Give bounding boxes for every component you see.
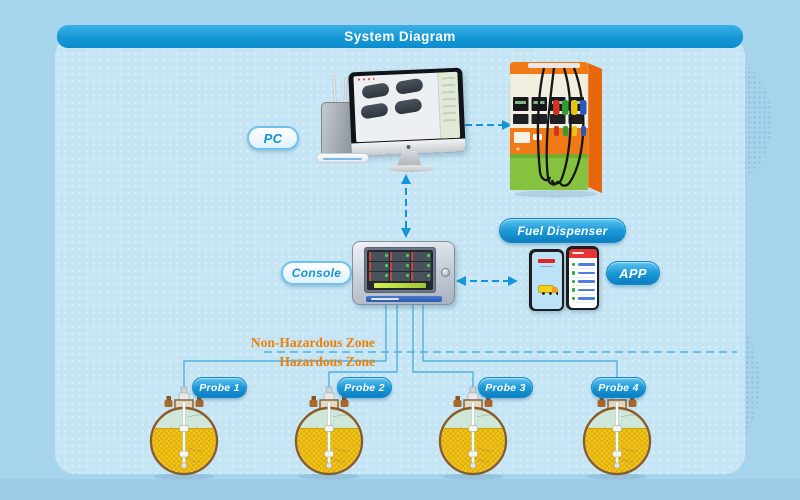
app-subtitle-line bbox=[540, 265, 553, 267]
console-label: Console bbox=[281, 261, 352, 285]
cable-probe-2 bbox=[328, 304, 398, 389]
probe-2-label-text: Probe 2 bbox=[344, 381, 385, 394]
tanker-truck-cab bbox=[551, 286, 558, 293]
monitor-base bbox=[388, 165, 434, 172]
probe-cables bbox=[183, 304, 618, 389]
pc-monitor bbox=[348, 67, 466, 157]
console-tank-grid bbox=[369, 252, 431, 281]
tank-graphic bbox=[360, 102, 389, 120]
probe-1-label-text: Probe 1 bbox=[199, 381, 240, 394]
app-label-text: APP bbox=[619, 265, 647, 281]
console-brand-strip bbox=[366, 296, 442, 302]
tanker-truck-wheels bbox=[539, 291, 558, 295]
app-label: APP bbox=[606, 261, 660, 285]
page-title: System Diagram bbox=[344, 29, 456, 44]
phone-truck-app bbox=[529, 249, 564, 311]
tank-graphic bbox=[394, 77, 424, 96]
dispenser-hoses bbox=[536, 67, 585, 187]
console-label-text: Console bbox=[291, 266, 342, 280]
tank-probe-3 bbox=[438, 386, 508, 480]
console-knob bbox=[441, 268, 450, 277]
cable-probe-1 bbox=[183, 304, 387, 389]
probe-4-label-text: Probe 4 bbox=[598, 381, 639, 394]
phone-screen bbox=[568, 248, 597, 308]
pc-label: PC bbox=[247, 126, 299, 150]
dispenser-nozzles bbox=[553, 100, 587, 136]
app-list bbox=[571, 261, 595, 303]
tank-graphic bbox=[361, 82, 390, 100]
fuel-dispenser-label: Fuel Dispenser bbox=[499, 218, 626, 243]
probe-1-label: Probe 1 bbox=[192, 377, 247, 398]
non-hazardous-zone-text: Non-Hazardous Zone bbox=[250, 335, 375, 350]
bottom-band bbox=[0, 479, 800, 500]
router-stand bbox=[316, 153, 369, 163]
tank-probe-1 bbox=[149, 386, 219, 480]
hazardous-zone-text: Hazardous Zone bbox=[279, 354, 375, 369]
console-device bbox=[352, 241, 455, 305]
fuel-dispenser-label-text: Fuel Dispenser bbox=[517, 223, 608, 238]
monitor-stand bbox=[397, 151, 422, 167]
tank-graphic bbox=[393, 97, 423, 116]
phone-screen bbox=[531, 251, 562, 309]
title-banner: System Diagram bbox=[57, 25, 743, 48]
hazardous-zone-label: Hazardous Zone bbox=[235, 354, 375, 370]
non-hazardous-zone-label: Non-Hazardous Zone bbox=[235, 335, 375, 351]
console-screen-frame bbox=[364, 247, 436, 293]
probe-2-label: Probe 2 bbox=[337, 377, 392, 398]
software-sidebar bbox=[437, 71, 461, 139]
phone-list-app bbox=[566, 246, 599, 310]
console-screen bbox=[367, 250, 433, 290]
app-header-bar bbox=[568, 248, 597, 258]
console-status-bar bbox=[374, 283, 426, 288]
fuel-dispenser-device bbox=[509, 61, 602, 198]
monitor-display bbox=[353, 71, 461, 143]
probe-4-label: Probe 4 bbox=[591, 377, 646, 398]
window-controls-icon bbox=[356, 77, 375, 82]
pc-label-text: PC bbox=[263, 130, 283, 146]
tank-probe-2 bbox=[294, 386, 364, 480]
probe-3-label: Probe 3 bbox=[478, 377, 533, 398]
cable-probe-3 bbox=[412, 304, 474, 389]
tank-probe-4 bbox=[582, 386, 652, 480]
cable-probe-4 bbox=[422, 304, 618, 389]
app-logo bbox=[538, 258, 555, 263]
probe-3-label-text: Probe 3 bbox=[485, 381, 526, 394]
